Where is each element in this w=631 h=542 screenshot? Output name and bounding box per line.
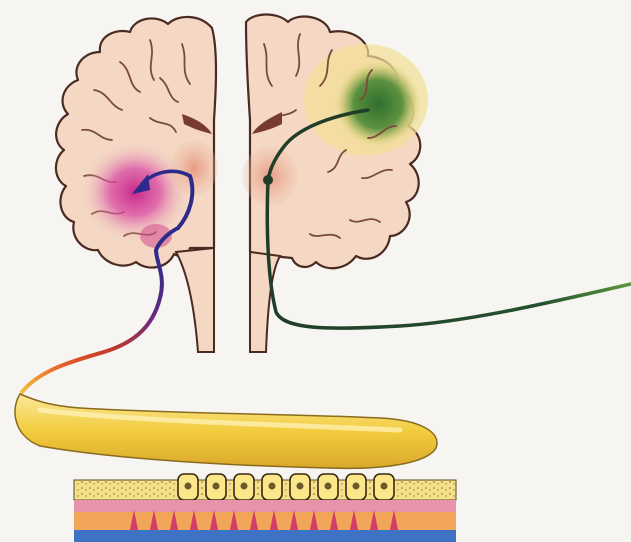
blue-layer — [74, 530, 456, 542]
receptor-organ — [15, 394, 437, 468]
pink-layer — [74, 500, 456, 512]
tissue-layers — [74, 474, 456, 542]
left-brainstem — [176, 248, 214, 352]
